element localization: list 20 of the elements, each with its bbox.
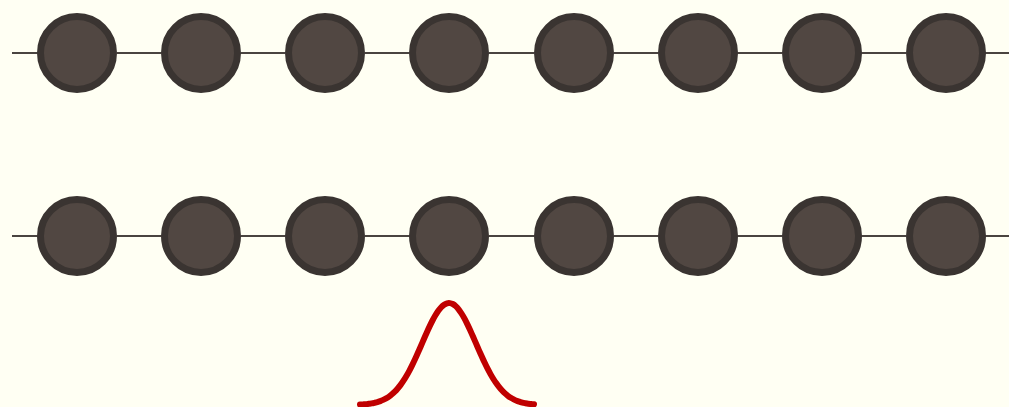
connector-line	[488, 235, 535, 237]
connector-line	[985, 52, 1009, 54]
circle	[906, 13, 986, 93]
connector-line	[613, 235, 659, 237]
connector-line	[861, 235, 907, 237]
connector-line	[11, 52, 38, 54]
connector-line	[364, 235, 410, 237]
connector-line	[11, 235, 38, 237]
connector-line	[116, 235, 162, 237]
connector-line	[613, 52, 659, 54]
connector-line	[240, 235, 286, 237]
connector-line	[488, 52, 535, 54]
connector-line	[861, 52, 907, 54]
circle	[906, 196, 986, 276]
connector-line	[737, 235, 783, 237]
connector-line	[240, 52, 286, 54]
connector-line	[364, 52, 410, 54]
connector-line	[985, 235, 1009, 237]
connector-line	[737, 52, 783, 54]
connector-line	[116, 52, 162, 54]
